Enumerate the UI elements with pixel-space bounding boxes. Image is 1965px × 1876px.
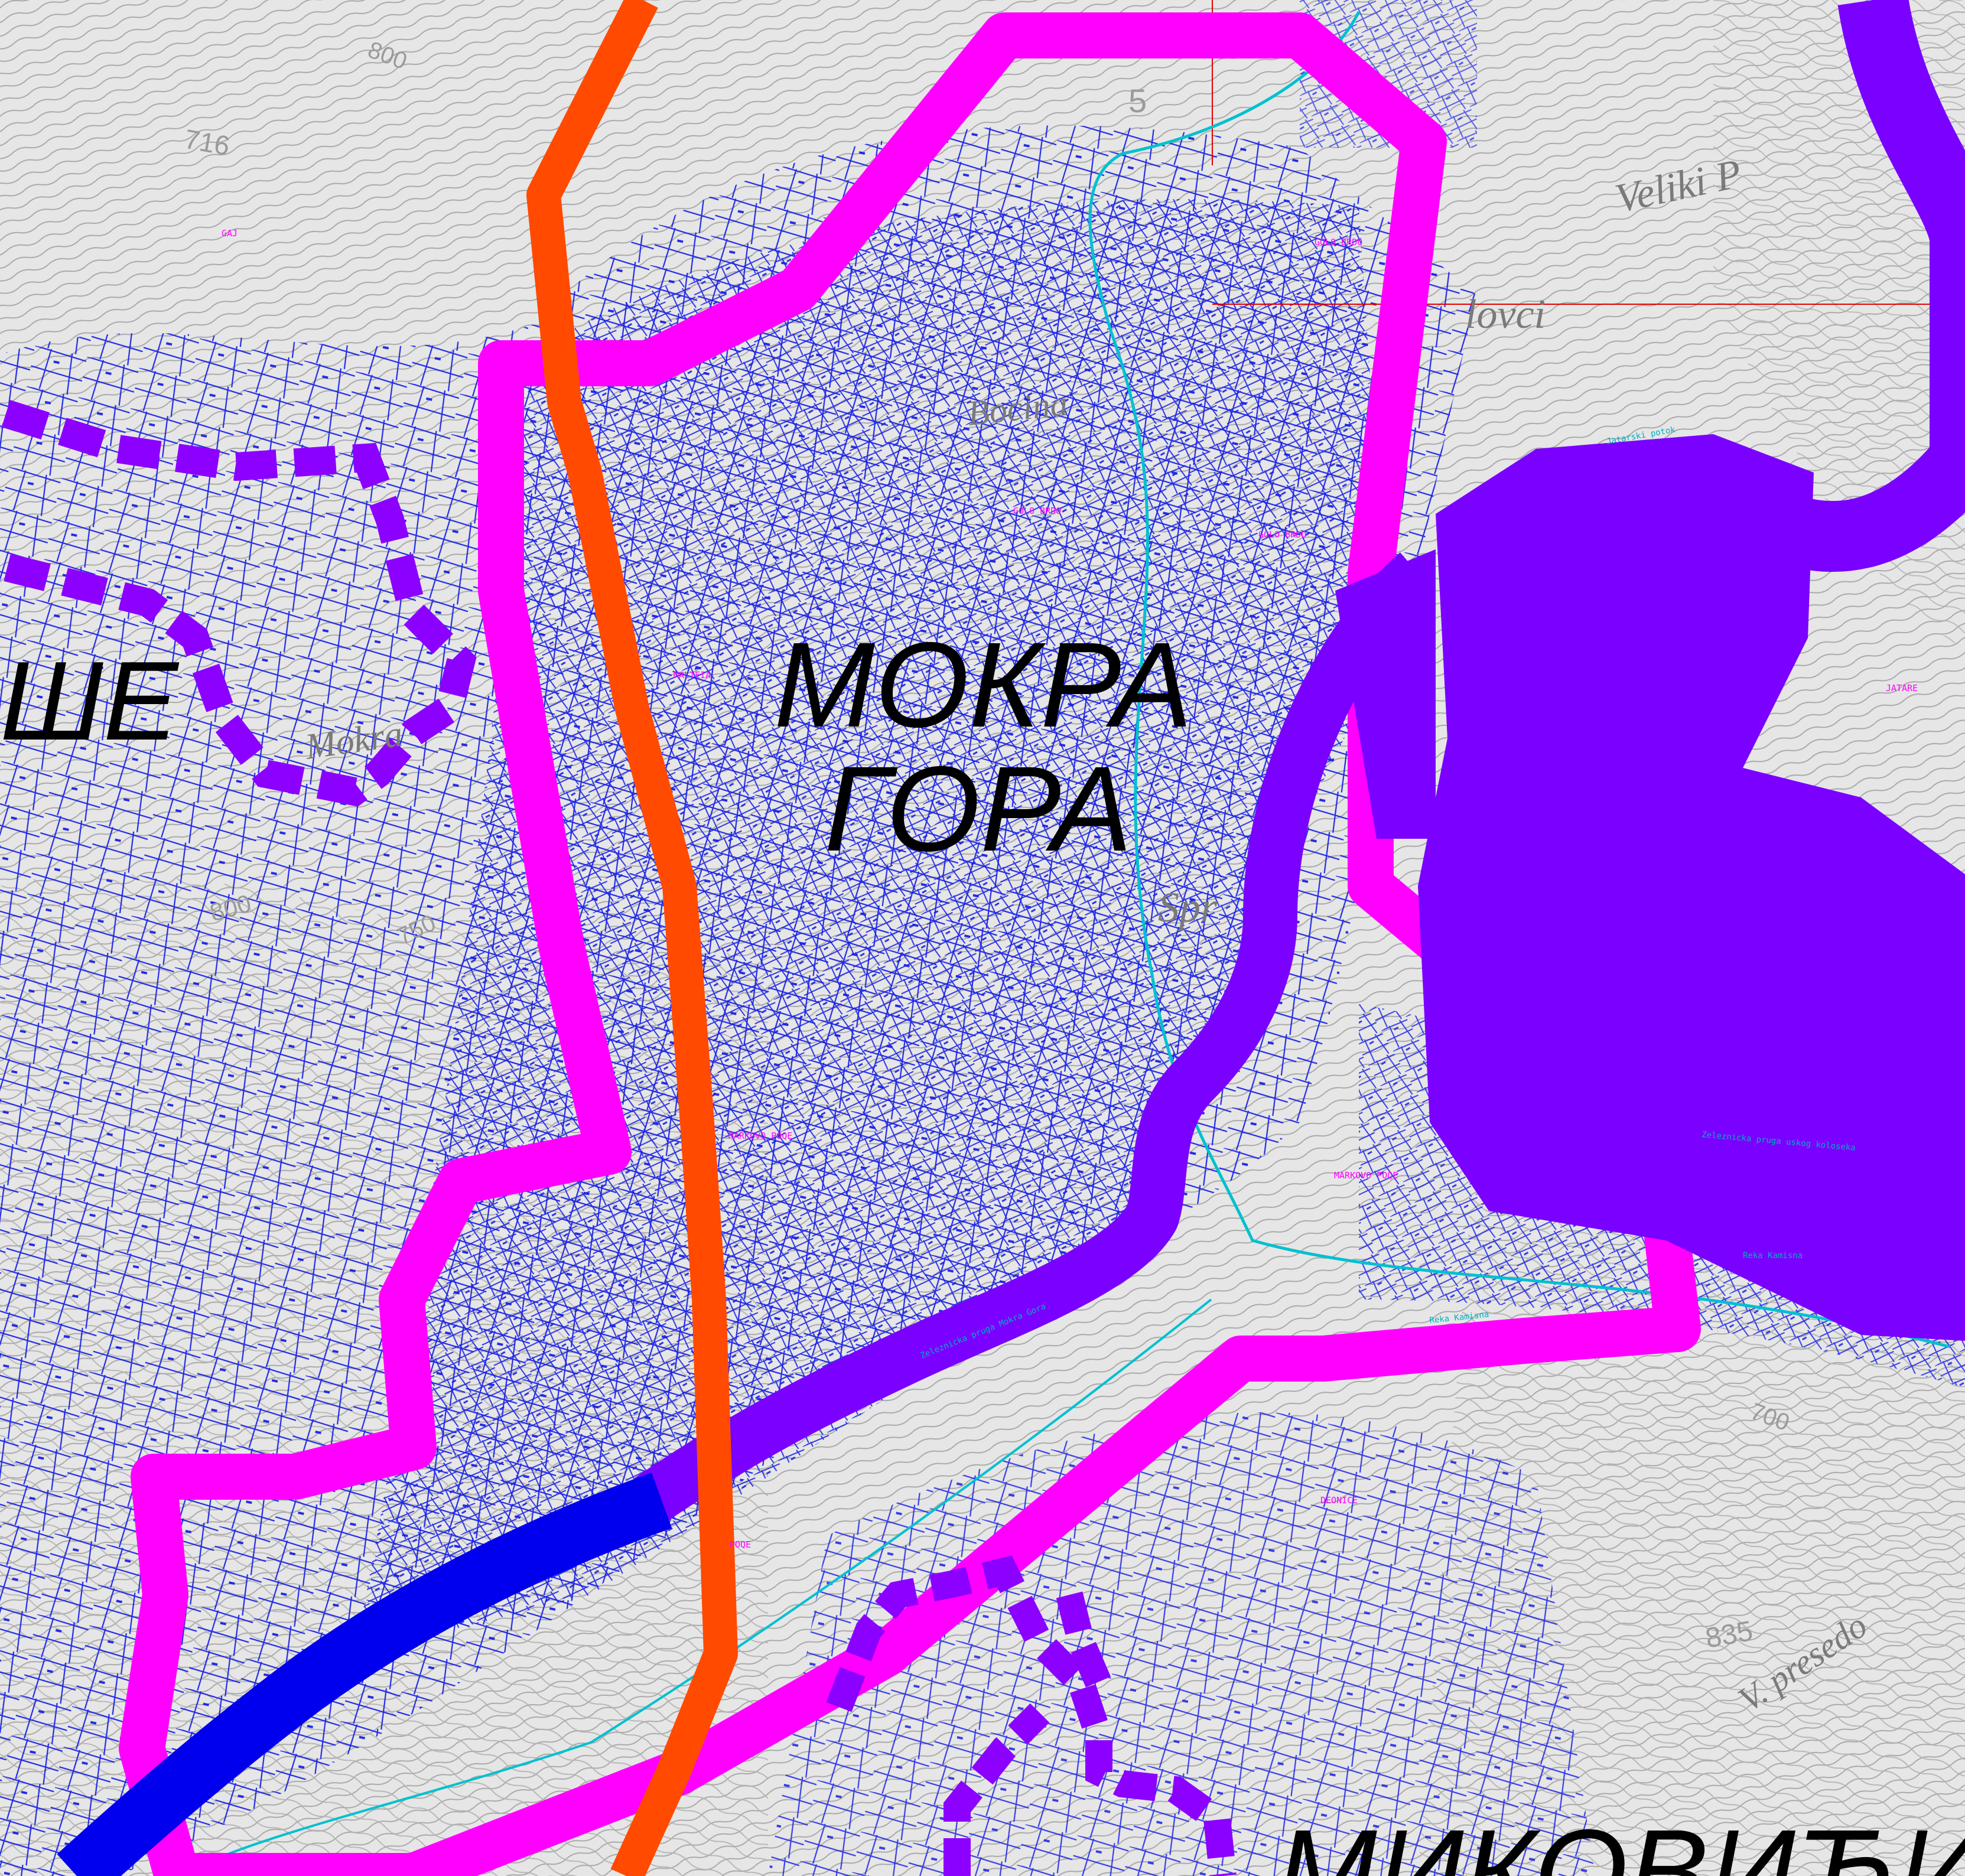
river-label-kamisna: Reka Kamisna xyxy=(1743,1251,1803,1261)
locality-label-deonice: DEONICE xyxy=(1320,1495,1358,1506)
dashed-violet-boundary-left[interactable] xyxy=(1,400,477,807)
locality-label-jatare: JATARE xyxy=(1886,683,1918,693)
locality-label-golo-brdo: GOLO BRDO xyxy=(1315,237,1362,247)
place-name-gora: ГОРА xyxy=(824,741,1133,877)
magenta-planning-zone[interactable] xyxy=(119,12,1701,1876)
locality-label-markovo-poqe: MARKOVO POQE xyxy=(1334,1170,1398,1181)
orange-corridor[interactable] xyxy=(526,0,738,1876)
elevation-label: 5 xyxy=(1128,82,1147,119)
violet-protected-area[interactable] xyxy=(1418,434,1965,1341)
locality-label-golo-brdo: GOLO BRDO xyxy=(1013,506,1061,516)
locality-label-golo-brdo: GOLO BRDO xyxy=(1258,529,1306,540)
topo-label-spr: Spr xyxy=(1158,884,1218,931)
locality-label-malteia: MALTEIA xyxy=(674,670,711,680)
topo-label-lovci: lovci xyxy=(1465,292,1546,337)
place-name-mikovici: МИКОВИЋИ xyxy=(1276,1805,1965,1876)
river-line xyxy=(177,11,1950,1876)
locality-label-markovo-poqe: MARKOVO POQE xyxy=(728,1131,792,1141)
locality-label-poqe: POQE xyxy=(730,1539,751,1550)
blue-road-corridor[interactable] xyxy=(57,1473,672,1876)
violet-corridor[interactable] xyxy=(634,552,1436,1523)
locality-label-gaj: GAJ xyxy=(222,228,238,239)
dashed-violet-boundary-bottom[interactable] xyxy=(826,1555,1237,1876)
place-name-partial-left: ШЕ xyxy=(0,639,180,764)
place-name-mokra: МОКРА xyxy=(774,617,1193,753)
